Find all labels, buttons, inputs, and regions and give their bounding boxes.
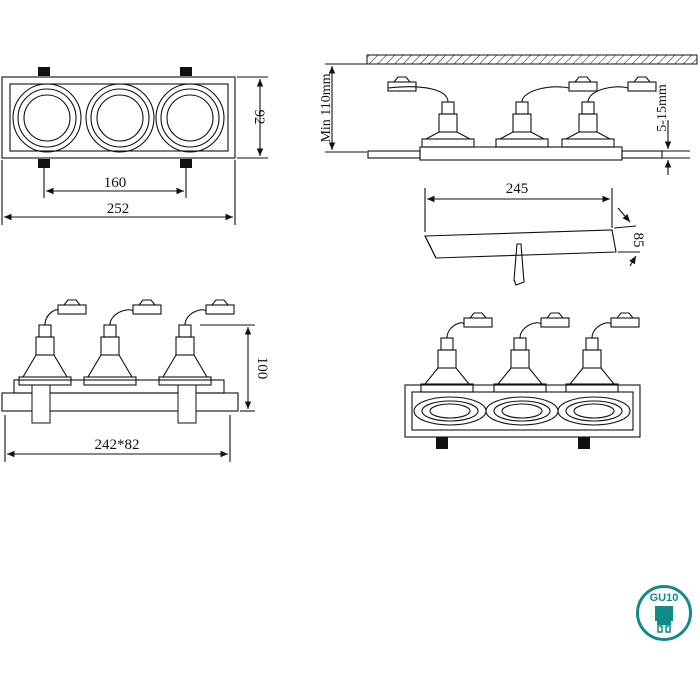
dim-5-15mm: 5-15mm — [655, 84, 670, 132]
dim-245: 245 — [506, 181, 529, 197]
dim-85: 85 — [630, 233, 646, 248]
lamp-ring — [23, 94, 71, 142]
dim-min-110mm: Min 110mm — [319, 73, 334, 142]
lamp-ring — [12, 83, 82, 153]
connector-block — [627, 81, 657, 92]
gu10-bulb-icon — [655, 606, 673, 633]
connector-block — [568, 81, 598, 92]
dim-252: 252 — [107, 201, 130, 217]
top-view: 92 160 252 — [1, 67, 268, 225]
reflector — [425, 131, 471, 140]
reflector — [565, 131, 611, 140]
lamp-ring — [17, 88, 77, 148]
connector-block — [610, 317, 640, 328]
reflector — [499, 131, 545, 140]
reflector — [568, 367, 616, 385]
dim-242x82: 242*82 — [95, 437, 140, 453]
perspective-view — [404, 312, 641, 449]
lamp-ring — [90, 88, 150, 148]
front-view: 100 242*82 — [1, 299, 270, 462]
lamp-ring — [166, 94, 214, 142]
gu10-label: GU10 — [649, 592, 679, 604]
dim-100: 100 — [254, 357, 270, 380]
reflector — [423, 367, 471, 385]
reflector — [496, 367, 544, 385]
lamp-ring — [160, 88, 220, 148]
connector-block — [132, 304, 162, 315]
lamp-ring — [85, 83, 155, 153]
cutout-view: 245 85 — [424, 181, 646, 286]
installed-side-view: Min 110mm 5-15mm — [319, 54, 698, 175]
reflector — [87, 354, 133, 378]
connector-block — [540, 317, 570, 328]
dim-92: 92 — [251, 110, 267, 125]
connector-block — [463, 317, 493, 328]
dim-160: 160 — [104, 175, 127, 191]
reflector — [22, 354, 68, 378]
lamp-ring — [155, 83, 225, 153]
gu10-badge: GU10 — [636, 585, 692, 641]
connector-block — [57, 304, 87, 315]
connector-block — [205, 304, 235, 315]
reflector — [162, 354, 208, 378]
lamp-ring — [96, 94, 144, 142]
